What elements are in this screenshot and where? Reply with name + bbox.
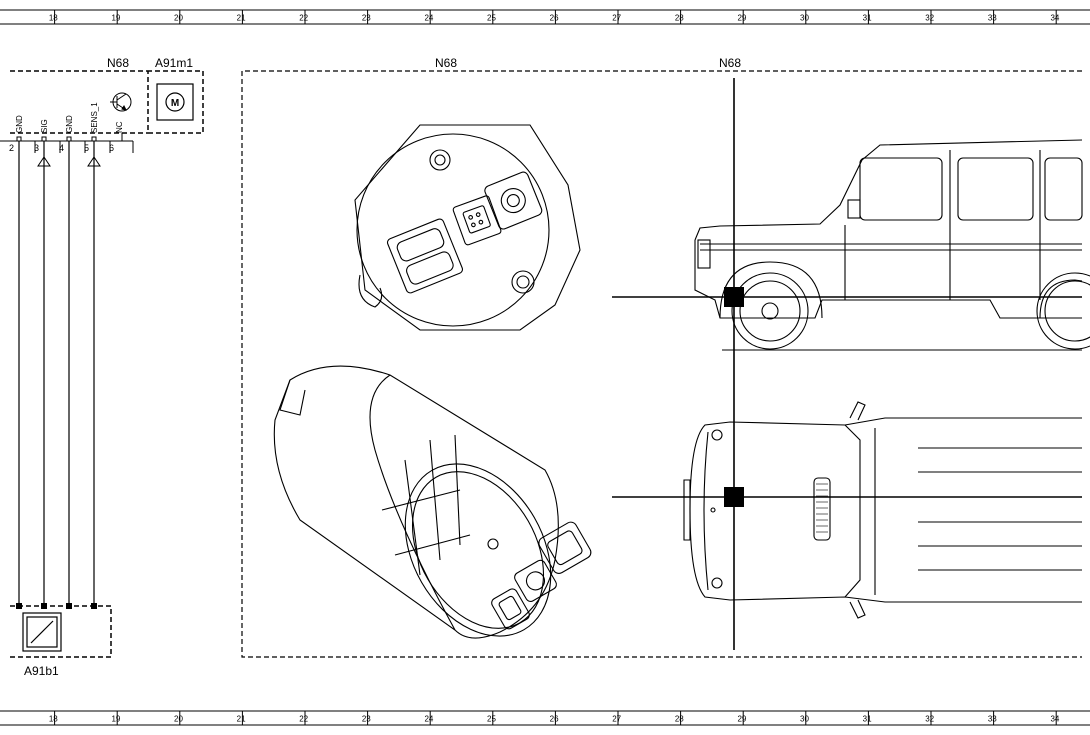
motor-icon: M: [156, 83, 194, 121]
component-side-illustration: [273, 365, 592, 639]
grid-number: 22: [299, 14, 308, 23]
illustration-frame: [241, 70, 1082, 658]
pin-label-sens: SENS_1: [90, 102, 99, 133]
grid-number: 23: [362, 14, 371, 23]
pin-label-nc: NC: [115, 121, 124, 133]
n68-right-label: N68: [719, 56, 741, 70]
pin-label-gnd-1: GND: [15, 115, 24, 133]
grid-number: 26: [550, 14, 559, 23]
pin-label-gnd-2: GND: [65, 115, 74, 133]
grid-number: 29: [737, 14, 746, 23]
grid-number: 18: [49, 715, 58, 724]
grid-number: 28: [675, 14, 684, 23]
pin-label-sig: SIG: [40, 119, 49, 133]
a91b1-label: A91b1: [24, 664, 59, 678]
grid-number: 25: [487, 14, 496, 23]
grid-number: 33: [988, 715, 997, 724]
grid-number: 26: [550, 715, 559, 724]
grid-ruler-bottom: 18 19 20 21 22 23 24 25 26 27 28 29 30 31 32 33 34: [0, 710, 1090, 726]
grid-number: 31: [863, 14, 872, 23]
grid-number: 19: [111, 715, 120, 724]
grid-number: 20: [174, 14, 183, 23]
vehicle-top-view-illustration: [683, 401, 1082, 619]
transistor-icon: [110, 92, 132, 112]
location-marker-top: [724, 487, 744, 507]
wires: [18, 141, 95, 607]
sensor-icon: [22, 612, 62, 652]
svg-text:M: M: [171, 98, 179, 109]
n68-schematic: N68 A91m1 M GND SIG GND SENS_1 NC: [0, 56, 204, 678]
grid-number: 20: [174, 715, 183, 724]
grid-number: 24: [424, 715, 433, 724]
grid-number: 34: [1050, 715, 1059, 724]
grid-number: 29: [737, 715, 746, 724]
a91m1-label: A91m1: [155, 56, 193, 70]
locator-crosshair: [612, 78, 1082, 650]
grid-number: 23: [362, 715, 371, 724]
a91b1-connector-box: [10, 605, 112, 658]
pin-number-3: 3: [34, 143, 39, 153]
pin-number-4: 4: [59, 143, 64, 153]
location-marker-side: [724, 287, 744, 307]
grid-number: 25: [487, 715, 496, 724]
pin-number-5: 5: [84, 143, 89, 153]
pin-number-6: 6: [109, 143, 114, 153]
n68-connector-box: [10, 70, 204, 134]
vehicle-side-view-illustration: [694, 139, 1090, 351]
pin-number-2: 2: [9, 143, 14, 153]
shield-arrow-icon: [87, 156, 101, 167]
n68-center-label: N68: [435, 56, 457, 70]
grid-number: 33: [988, 14, 997, 23]
grid-number: 32: [925, 14, 934, 23]
shield-arrow-icon: [37, 156, 51, 167]
grid-number: 18: [49, 14, 58, 23]
grid-number: 28: [675, 715, 684, 724]
grid-number: 22: [299, 715, 308, 724]
grid-number: 24: [424, 14, 433, 23]
grid-number: 21: [237, 715, 246, 724]
component-front-illustration: [354, 124, 581, 331]
grid-number: 30: [800, 715, 809, 724]
grid-number: 21: [237, 14, 246, 23]
grid-number: 31: [863, 715, 872, 724]
grid-number: 34: [1050, 14, 1059, 23]
grid-number: 32: [925, 715, 934, 724]
n68-label: N68: [107, 56, 129, 70]
grid-number: 27: [612, 715, 621, 724]
grid-number: 27: [612, 14, 621, 23]
grid-number: 19: [111, 14, 120, 23]
grid-ruler-top: 18 19 20 21 22 23 24 25 26 27 28 29 30 31 32 33 34: [0, 9, 1090, 25]
grid-number: 30: [800, 14, 809, 23]
